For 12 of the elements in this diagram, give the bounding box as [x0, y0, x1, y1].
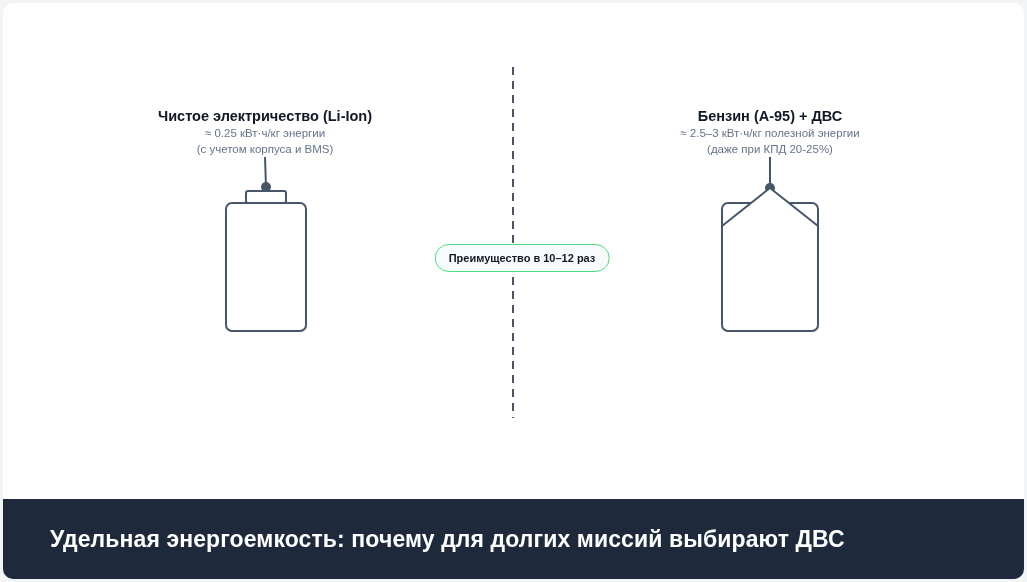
leader-line: [261, 156, 271, 192]
option-heading: Чистое электричество (Li-Ion): [157, 107, 373, 125]
option-note: (даже при КПД 20-25%): [707, 142, 833, 157]
leader-line: [765, 156, 775, 193]
option-note: ≈ 0.25 кВт·ч/кг энергии: [204, 126, 326, 141]
battery-icon: [224, 187, 308, 333]
option-note: ≈ 2.5–3 кВт·ч/кг полезной энергии: [680, 126, 860, 141]
option-heading: Бензин (А-95) + ДВС: [697, 107, 843, 125]
option-note: (с учетом корпуса и BMS): [196, 142, 334, 157]
diagram-title: Удельная энергоемкость: почему для долгих миссий выбирают ДВС: [50, 525, 845, 553]
canister-icon: [720, 188, 820, 333]
ratio-badge: Преимущество в 10–12 раз: [434, 244, 610, 272]
